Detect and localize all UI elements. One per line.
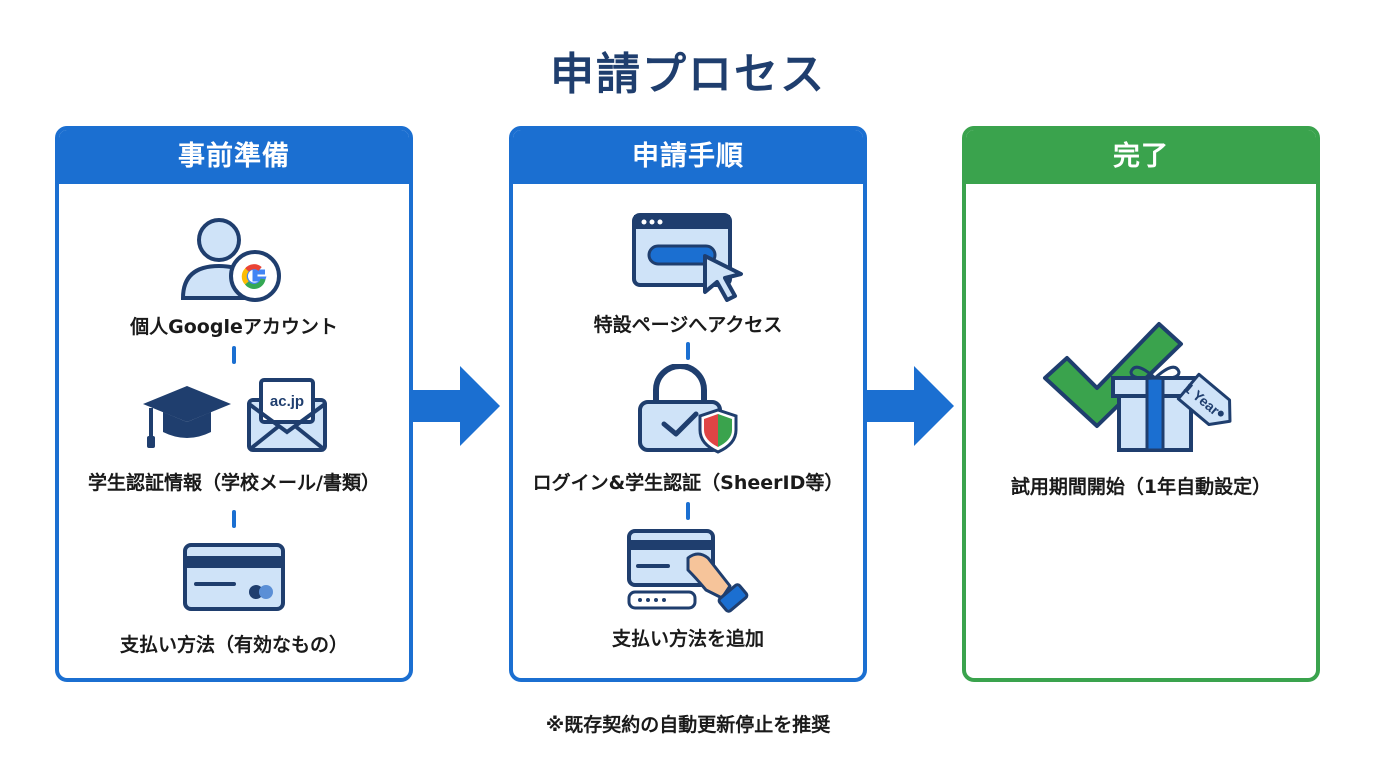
- panel-procedure: 申請手順 特設ページへアクセス ログイン&学生認証（SheerID等）: [509, 126, 867, 682]
- footnote: ※既存契約の自動更新停止を推奨: [545, 714, 831, 736]
- user-google-icon: [180, 218, 281, 302]
- item-label: ログイン&学生認証（SheerID等）: [532, 472, 844, 494]
- panel-heading: 完了: [966, 130, 1316, 184]
- email-domain-badge: ac.jp: [270, 393, 304, 410]
- panel-preparation: 事前準備 個人Googleアカウント ac.jp 学生認証情報（学校メール/書類…: [55, 126, 413, 682]
- graduation-mail-icon: ac.jp: [143, 378, 327, 452]
- browser-cursor-icon: [632, 213, 743, 302]
- connector-dash: [686, 342, 690, 360]
- connector-dash: [686, 502, 690, 520]
- item-label: 特設ページへアクセス: [593, 314, 783, 336]
- connector-dash: [232, 510, 236, 528]
- arrow-right-icon: [412, 366, 500, 446]
- lock-shield-icon: [638, 364, 738, 454]
- connector-dash: [232, 346, 236, 364]
- item-label: 個人Googleアカウント: [130, 316, 338, 338]
- item-label: 支払い方法を追加: [611, 628, 764, 650]
- card-hand-icon: [627, 529, 749, 613]
- panel-heading: 申請手順: [513, 130, 863, 184]
- item-label: 支払い方法（有効なもの）: [119, 634, 348, 656]
- credit-card-icon: [183, 543, 285, 611]
- arrow-right-icon: [866, 366, 954, 446]
- panel-heading: 事前準備: [59, 130, 409, 184]
- check-gift-icon: 1 Year: [1043, 322, 1232, 452]
- item-label: 試用期間開始（1年自動設定）: [1010, 476, 1272, 498]
- page-title: 申請プロセス: [550, 49, 826, 100]
- panel-complete: 完了 1 Year 試用期間開始（1年自動設定）: [962, 126, 1320, 682]
- item-label: 学生認証情報（学校メール/書類）: [88, 472, 380, 494]
